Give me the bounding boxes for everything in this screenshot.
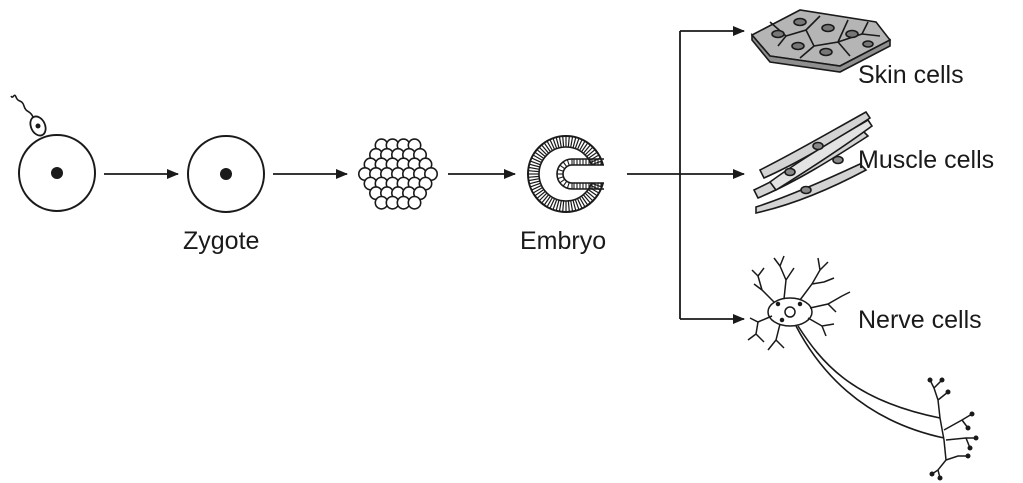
embryo-label: Embryo: [520, 227, 607, 255]
muscle-cells-illustration: [752, 110, 874, 215]
skin-cells-illustration: [750, 9, 892, 73]
egg-cell: [18, 134, 96, 212]
branch-arrows: [627, 26, 745, 324]
sperm-cell: [10, 94, 47, 137]
muscle-cells-label: Muscle cells: [858, 146, 995, 174]
embryo-illustration: [527, 135, 606, 213]
nerve-cell-illustration: [747, 255, 979, 481]
cell-cluster: [357, 138, 438, 210]
zygote-label: Zygote: [183, 227, 260, 255]
nerve-cells-label: Nerve cells: [858, 306, 982, 334]
skin-cells-label: Skin cells: [858, 61, 964, 89]
zygote-cell: [187, 135, 265, 213]
